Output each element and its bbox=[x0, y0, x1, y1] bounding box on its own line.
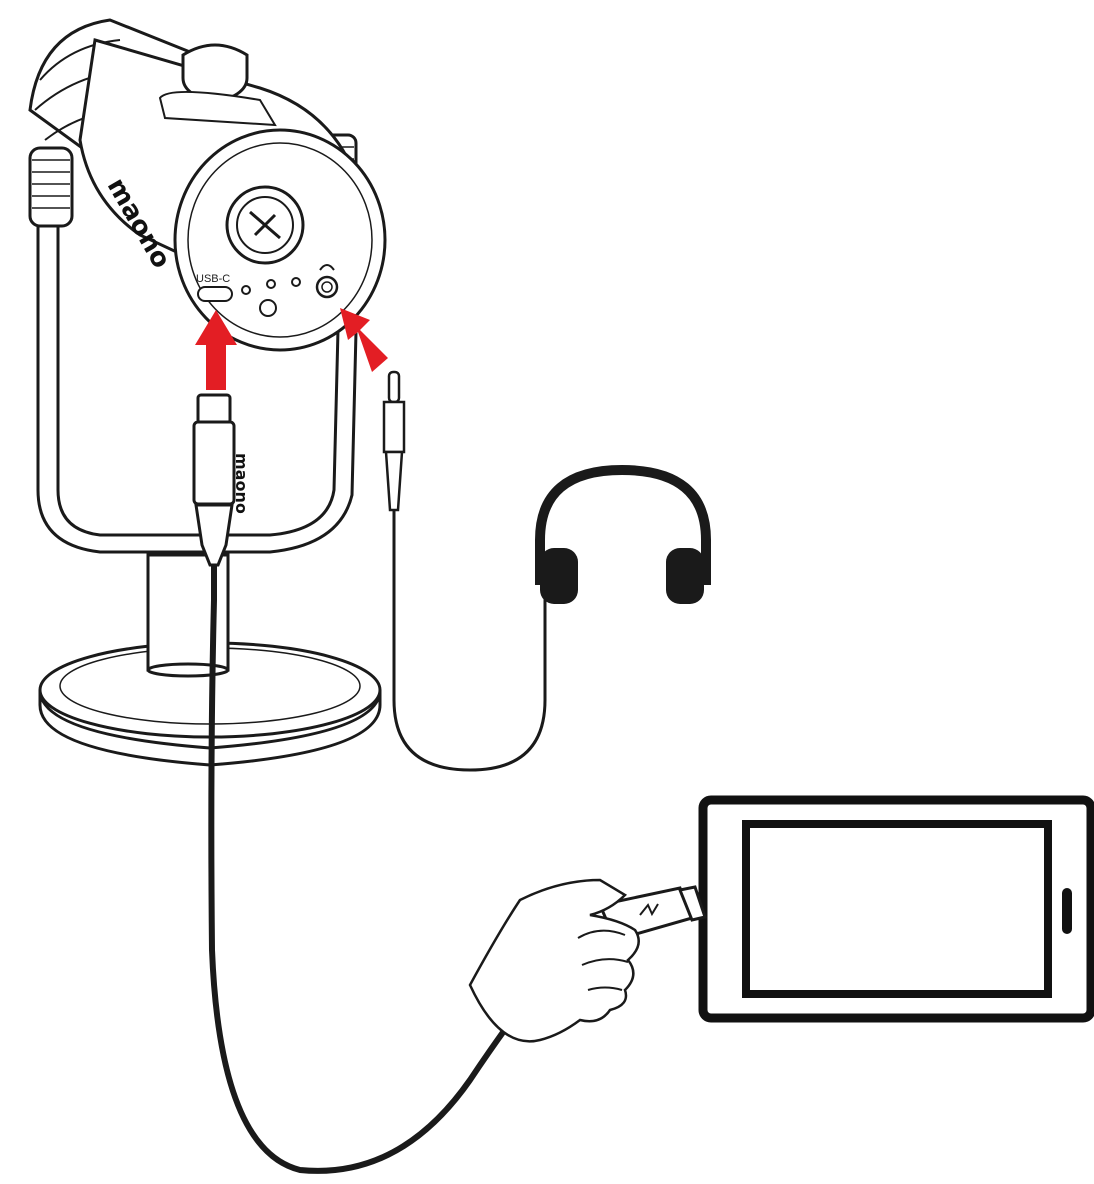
headphones-icon bbox=[540, 470, 706, 604]
mute-led bbox=[267, 280, 275, 288]
tablet-screen bbox=[746, 824, 1048, 994]
tablet-home-button bbox=[1062, 888, 1072, 934]
usb-c-cable bbox=[194, 395, 585, 1171]
headphone-cable bbox=[394, 510, 545, 770]
usb-c-port-label: USB-C bbox=[196, 273, 230, 285]
hand bbox=[470, 880, 639, 1041]
mute-button bbox=[260, 300, 276, 316]
headphone-plug bbox=[384, 372, 404, 510]
status-led bbox=[242, 286, 250, 294]
mode-led bbox=[292, 278, 300, 286]
cable-brand-label: maono bbox=[232, 453, 251, 514]
tablet-device bbox=[703, 800, 1091, 1018]
usb-c-port bbox=[198, 287, 232, 301]
